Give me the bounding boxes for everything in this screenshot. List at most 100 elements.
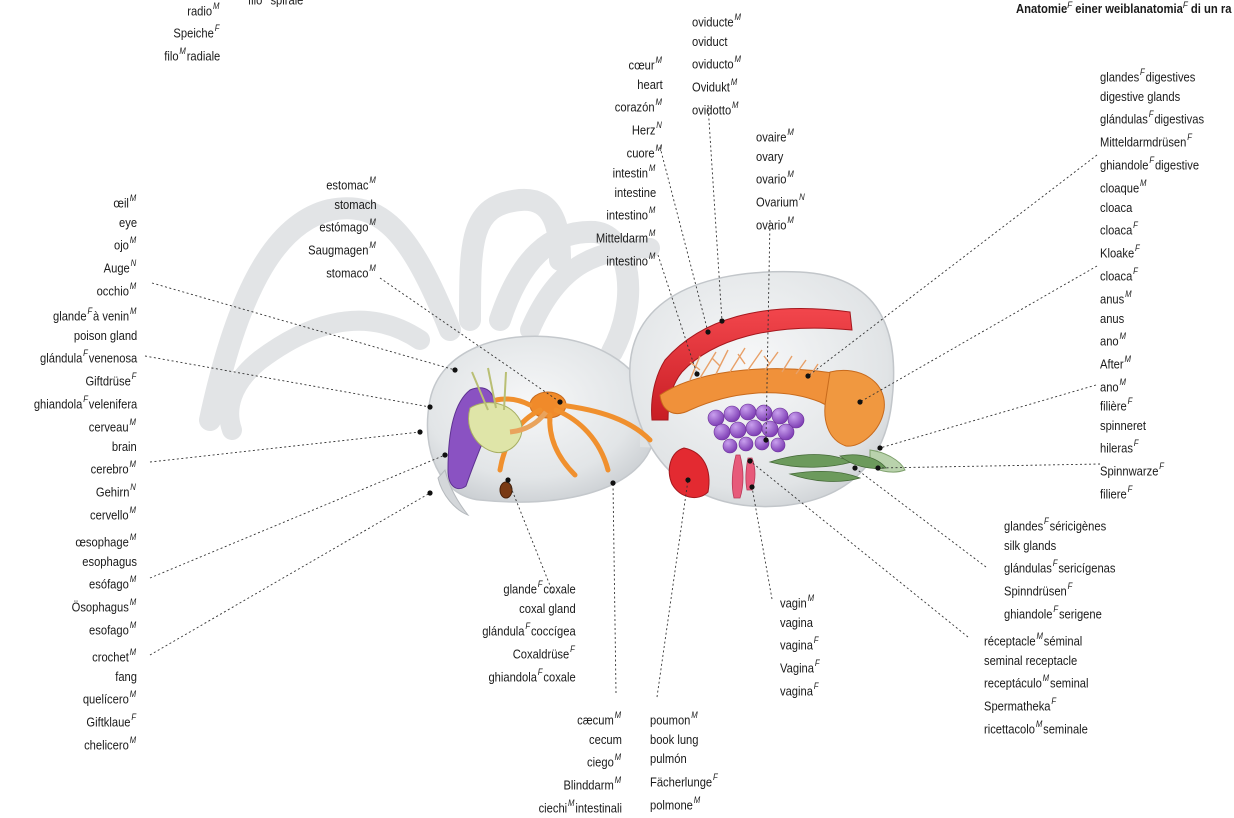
title-line-0: AnatomieF einer weibl <box>1016 2 1133 16</box>
term-text: cloaque <box>1100 180 1139 195</box>
term-text: filière <box>1100 398 1127 413</box>
gender-marker: M <box>656 55 662 65</box>
term-text: glándulas <box>1100 112 1148 127</box>
label-line-0: anusM <box>1100 286 1132 309</box>
label-line-3: GiftklaueF <box>83 709 137 732</box>
term-text: Spinnwarze <box>1100 463 1158 478</box>
label-line-2: ovarioM <box>756 166 806 189</box>
label-line-1: fang <box>83 667 137 687</box>
label-seminal-receptacle: réceptacleMséminalseminal receptaclerece… <box>984 628 1089 739</box>
label-radial-thread: radial threadradioMSpeicheFfiloMradiale <box>158 0 220 66</box>
term-text: book lung <box>650 732 698 747</box>
term-text: Blinddarm <box>563 777 613 792</box>
term-text: digestive glands <box>1100 89 1180 104</box>
label-line-4: occhioM <box>97 278 137 301</box>
term-text: glande <box>53 308 87 323</box>
label-cecum: cæcumMcecumciegoMBlinddarmMciechiMintest… <box>539 707 622 818</box>
label-line-3: OviduktM <box>692 74 742 97</box>
label-line-2: cerebroM <box>89 456 137 479</box>
label-spiral-thread: filoMspirale <box>248 0 303 10</box>
label-line-2: glándulasFdigestivas <box>1100 106 1204 129</box>
gender-marker: M <box>130 597 136 607</box>
label-line-3: HerzN <box>615 117 663 140</box>
label-line-3: BlinddarmM <box>539 772 622 795</box>
label-line-2: anoM <box>1100 328 1132 351</box>
term-text: anatomia <box>1134 2 1183 16</box>
gender-marker: M <box>735 54 741 64</box>
term-text: cœur <box>629 57 655 72</box>
term-text: Fächerlunge <box>650 774 712 789</box>
term-text: chelicero <box>84 737 129 752</box>
gender-marker: M <box>179 46 185 56</box>
label-line-1: esophagus <box>72 552 137 572</box>
label-line-1: book lung <box>650 730 719 750</box>
term-text: coxale <box>544 581 576 596</box>
label-vagina: vaginMvaginavaginaFVaginaFvaginaF <box>780 590 820 701</box>
gender-marker: M <box>130 306 136 316</box>
gender-marker: M <box>649 163 655 173</box>
term-text: séminal <box>1044 633 1083 648</box>
term-text: cerebro <box>91 462 129 477</box>
gender-marker: F <box>214 23 219 33</box>
term-text: hileras <box>1100 441 1133 456</box>
term-text: à venin <box>93 308 129 323</box>
term-text: spirale <box>270 0 303 7</box>
label-line-0: glandeFcoxale <box>483 576 576 599</box>
term-text: Herz <box>632 122 656 137</box>
label-line-2: glándulasFsericígenas <box>1004 555 1115 578</box>
term-text: pulmón <box>650 751 687 766</box>
label-line-2: hilerasF <box>1100 435 1165 458</box>
term-text: cervello <box>90 507 129 522</box>
label-line-3: AugeN <box>97 255 137 278</box>
label-line-1: digestive glands <box>1100 87 1204 107</box>
term-text: digestives <box>1146 69 1196 84</box>
label-line-2: estómagoM <box>309 214 377 237</box>
gender-marker: F <box>1128 396 1133 406</box>
label-silk-glands: glandesFséricigènessilk glandsglándulasF… <box>1004 513 1115 624</box>
label-line-0: crochetM <box>83 644 137 667</box>
term-text: ricettacolo <box>984 721 1035 736</box>
term-text: Ovidukt <box>692 79 730 94</box>
label-line-2: pulmón <box>650 749 719 769</box>
gender-marker: F <box>1140 67 1145 77</box>
term-text: ovaire <box>756 129 786 144</box>
gender-marker: M <box>130 505 136 515</box>
term-text: œil <box>113 195 129 210</box>
gender-marker: F <box>1134 438 1139 448</box>
term-text: esophagus <box>82 554 137 569</box>
label-line-1: poison gland <box>34 326 137 346</box>
term-text: intestino <box>606 253 648 268</box>
term-text: coxal gland <box>519 601 576 616</box>
label-line-2: SpeicheF <box>158 20 220 43</box>
gender-marker: M <box>130 281 136 291</box>
term-text: cloaca <box>1100 200 1132 215</box>
label-oviduct: oviducteMoviductoviductoMOviduktMovidott… <box>692 9 742 120</box>
gender-marker: M <box>130 417 136 427</box>
term-text: quelícero <box>83 692 129 707</box>
gender-marker: F <box>538 579 543 589</box>
label-line-1: cloaca <box>1100 198 1147 218</box>
gender-marker: F <box>1068 581 1073 591</box>
term-text: ojo <box>114 238 129 253</box>
label-line-0: filoMspirale <box>248 0 303 10</box>
term-text: cloaca <box>1100 223 1132 238</box>
term-text: fang <box>115 669 137 684</box>
label-line-0: glandesFdigestives <box>1100 64 1204 87</box>
gender-marker: M <box>649 251 655 261</box>
label-stomach: estomacMstomachestómagoMSaugmagenMstomac… <box>309 172 377 283</box>
term-text: coxale <box>544 669 576 684</box>
term-text: receptáculo <box>984 676 1042 691</box>
label-intestine: intestinMintestineintestinoMMitteldarmMi… <box>596 160 656 271</box>
label-line-2: glándulaFvenenosa <box>34 345 137 368</box>
term-text: serigene <box>1059 606 1102 621</box>
gender-marker: M <box>130 620 136 630</box>
term-text: vagina <box>780 615 813 630</box>
label-line-3: CoxaldrüseF <box>483 641 576 664</box>
term-text: Anatomie <box>1016 2 1067 16</box>
label-line-3: GehirnN <box>89 479 137 502</box>
term-text: stomach <box>335 197 377 212</box>
label-line-2: ciegoM <box>539 749 622 772</box>
label-line-1: spinneret <box>1100 416 1165 436</box>
label-line-2: oviductoM <box>692 51 742 74</box>
